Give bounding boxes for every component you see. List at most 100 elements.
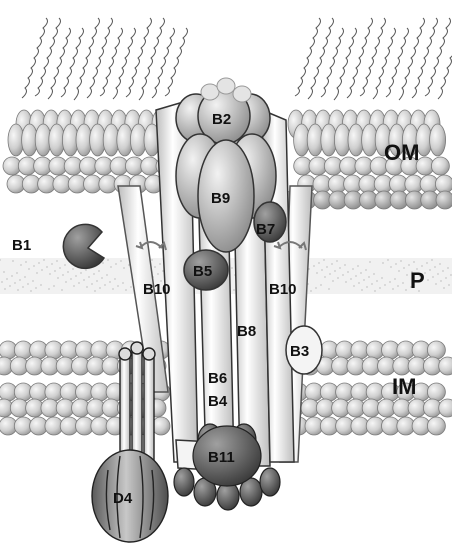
periplasm-dot <box>448 284 450 286</box>
lipid-head <box>427 417 445 435</box>
periplasm-dot <box>41 269 43 271</box>
periplasm-dot <box>25 261 27 263</box>
periplasm-dot <box>316 272 318 274</box>
periplasm-dot <box>27 283 29 285</box>
periplasm-dot <box>130 286 132 288</box>
periplasm-dot <box>231 267 233 269</box>
periplasm-dot <box>376 280 378 282</box>
periplasm-dot <box>371 283 373 285</box>
lps-chain <box>74 18 99 100</box>
periplasm-dot <box>93 273 95 275</box>
label-periplasm: P <box>410 268 425 293</box>
periplasm-dot <box>394 278 396 280</box>
periplasm-dot <box>426 262 428 264</box>
periplasm-dot <box>353 285 355 287</box>
periplasm-dot <box>78 282 80 284</box>
periplasm-dot <box>36 272 38 274</box>
label-d4: D4 <box>113 490 133 507</box>
periplasm-dot <box>326 266 328 268</box>
lps-chain <box>334 28 356 100</box>
periplasm-dot <box>345 281 347 283</box>
periplasm-dot <box>389 281 391 283</box>
periplasm-dot <box>106 274 108 276</box>
periplasm-dot <box>328 288 330 290</box>
periplasm-dot <box>20 264 22 266</box>
periplasm-dot <box>368 276 370 278</box>
periplasm-dot <box>85 269 87 271</box>
periplasm-dot <box>98 270 100 272</box>
periplasm-dot <box>329 273 331 275</box>
lipid-head <box>427 341 445 359</box>
periplasm-dot <box>310 290 312 292</box>
lps-chain <box>113 28 135 99</box>
periplasm-dot <box>435 283 437 285</box>
periplasm-dot <box>363 279 365 281</box>
periplasm-dot <box>406 274 408 276</box>
periplasm-dot <box>357 265 359 267</box>
lps-chain <box>22 18 47 98</box>
periplasm-dot <box>101 277 103 279</box>
periplasm-dot <box>109 281 111 283</box>
periplasm-dot <box>439 263 441 265</box>
lipid-head <box>439 357 452 375</box>
periplasm-dot <box>54 270 56 272</box>
lps-chain <box>48 28 70 99</box>
periplasm-dot <box>347 271 349 273</box>
periplasm-dot <box>17 289 19 291</box>
periplasm-dot <box>112 288 114 290</box>
periplasm-dot <box>12 260 14 262</box>
periplasm-dot <box>125 289 127 291</box>
periplasm-dot <box>447 267 449 269</box>
periplasm-dot <box>123 267 125 269</box>
periplasm-dot <box>157 273 159 275</box>
periplasm-dot <box>392 288 394 290</box>
label-b11: B11 <box>208 449 235 466</box>
periplasm-dot <box>33 265 35 267</box>
periplasm-dot <box>443 287 445 289</box>
periplasm-dot <box>421 265 423 267</box>
lps-chain <box>308 18 333 99</box>
periplasm-dot <box>336 260 338 262</box>
periplasm-dot <box>4 288 6 290</box>
periplasm-dot <box>154 266 156 268</box>
periplasm-dot <box>437 273 439 275</box>
label-inner-membrane: IM <box>392 374 416 399</box>
periplasm-dot <box>313 265 315 267</box>
label-b3: B3 <box>290 343 309 360</box>
periplasm-dot <box>73 285 75 287</box>
periplasm-dot <box>30 290 32 292</box>
periplasm-dot <box>315 287 317 289</box>
periplasm-dot <box>434 266 436 268</box>
lps-chain <box>412 18 437 98</box>
periplasm-dot <box>1 281 3 283</box>
periplasm-dot <box>432 276 434 278</box>
periplasm-dot <box>442 270 444 272</box>
periplasm-dot <box>86 286 88 288</box>
periplasm-dot <box>49 273 51 275</box>
periplasm-dot <box>122 282 124 284</box>
periplasm-dot <box>104 284 106 286</box>
periplasm-dot <box>62 274 64 276</box>
periplasm-dot <box>408 264 410 266</box>
periplasm-dot <box>405 289 407 291</box>
periplasm-dot <box>114 278 116 280</box>
periplasm-dot <box>64 264 66 266</box>
periplasm-dot <box>332 280 334 282</box>
label-b8: B8 <box>237 323 256 340</box>
label-b10-right: B10 <box>269 281 297 298</box>
label-b1: B1 <box>12 237 31 254</box>
periplasm-dot <box>120 260 122 262</box>
periplasm-dot <box>61 289 63 291</box>
periplasm-dot <box>429 269 431 271</box>
periplasm-dot <box>350 278 352 280</box>
periplasm-dot <box>117 285 119 287</box>
periplasm-dot <box>374 290 376 292</box>
label-b10-left: B10 <box>143 281 171 298</box>
periplasm-dot <box>403 267 405 269</box>
periplasm-dot <box>102 262 104 264</box>
lps-chain <box>87 18 112 98</box>
periplasm-dot <box>6 278 8 280</box>
label-b2: B2 <box>212 111 231 128</box>
periplasm-dot <box>365 269 367 271</box>
periplasm-dot <box>83 279 85 281</box>
